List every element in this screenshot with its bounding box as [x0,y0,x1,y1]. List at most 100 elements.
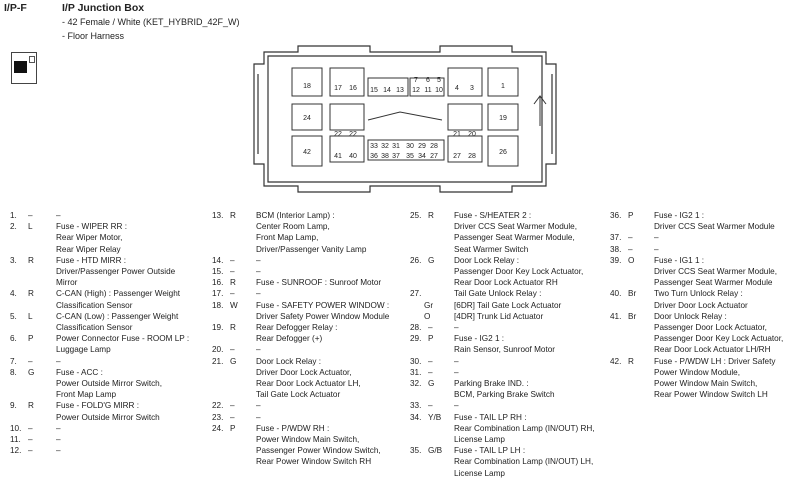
wire-color: R [428,211,434,220]
pin-number: 22. [212,401,224,411]
pin-number: 42. [610,356,622,366]
svg-text:5: 5 [437,77,441,84]
pin-description-line: Fuse - SUNROOF : Sunroof Motor [256,278,382,288]
svg-text:10: 10 [435,87,443,94]
pin-number: 14. [212,255,224,265]
pin-number: 11. [10,435,21,445]
svg-text:18: 18 [303,83,311,90]
pin-number: 12. [10,446,22,456]
connector-thumbnail-icon [11,52,37,84]
wire-color: – [28,423,33,433]
pin-description-line: Driver Safety Power Window Module [256,311,390,321]
pin-description-line: – [454,356,459,366]
pin-entry: 27.Tail Gate Unlock Relay :[6DR] Tail Ga… [410,288,595,322]
wire-color: G [428,379,435,389]
pin-description-line: – [256,412,261,422]
pin-description-line: Fuse - TAIL LP LH : [454,446,526,456]
pin-description-line: Power Window Main Switch, [256,435,360,445]
pin-description-line: Fuse - FOLD'G MIRR : [56,401,139,411]
svg-text:31: 31 [392,143,400,150]
pin-description-line: Rear Wiper Motor, [56,233,123,243]
pin-entry: 30.–– [410,356,595,367]
pin-description-line: – [256,345,261,355]
wire-color: – [28,211,33,220]
pin-description-line: License Lamp [454,435,505,445]
pin-number: 15. [212,267,224,277]
pin-description-line: Fuse - P/WDW LH : Driver Safety [654,356,776,366]
pin-description-line: BCM (Interior Lamp) : [256,211,335,220]
svg-text:22: 22 [349,131,357,138]
wire-color: R [28,289,34,299]
pin-entry: 7.–– [10,356,189,367]
wire-color: G [28,367,35,377]
pin-description-line: Classification Sensor [56,323,133,333]
pin-description-line: Mirror [56,278,78,288]
pin-number: 27. [410,289,422,299]
pin-entry: 37.–– [610,232,783,243]
pin-description-line: Door Lock Relay : [256,356,322,366]
pin-description-line: Tail Gate Unlock Relay : [454,289,542,299]
pin-number: 6. [10,334,17,344]
pin-number: 21. [212,356,224,366]
pin-description-line: – [454,401,459,411]
pin-number: 5. [10,311,17,321]
connector-code: I/P-F [4,2,27,14]
svg-text:28: 28 [430,143,438,150]
pin-description-line: Fuse - IG1 1 : [654,255,705,265]
svg-text:28: 28 [468,153,476,160]
pin-description-line: Passenger Door Lock Actuator, [654,323,767,333]
pin-number: 23. [212,412,224,422]
pin-description-line: – [256,267,261,277]
wire-color: G/B [428,446,443,456]
pin-description-line: – [654,233,659,243]
pin-description-line: – [256,255,261,265]
svg-text:26: 26 [499,149,507,156]
pin-entry: 22.–– [212,400,389,411]
pin-description-line: C-CAN (Low) : Passenger Weight [56,311,179,321]
pin-number: 1. [10,211,17,220]
wire-color: – [428,356,433,366]
svg-text:30: 30 [406,143,414,150]
wire-color: R [230,323,236,333]
pin-number: 32. [410,379,422,389]
svg-text:16: 16 [349,85,357,92]
svg-text:37: 37 [392,153,400,160]
svg-text:32: 32 [381,143,389,150]
wire-color: – [28,435,33,445]
svg-text:15: 15 [370,87,378,94]
wire-color: – [230,401,235,411]
pin-description-line: Rear Defogger Relay : [256,323,338,333]
pin-description-line: Power Outside Mirror Switch [56,412,160,422]
pin-description-line: Classification Sensor [56,300,133,310]
pin-description-line: Door Lock Relay : [454,255,520,265]
pin-description-line: – [56,356,61,366]
connector-face-diagram: 18 24 42 1 19 26 17 16 22 22 41 40 4 3 2… [253,45,557,193]
pin-description-line: – [56,446,61,456]
pin-number: 29. [410,334,422,344]
pin-description-line: – [454,323,459,333]
pin-description-line: Fuse - ACC : [56,367,103,377]
pin-description-line: Power Connector Fuse - ROOM LP : [56,334,190,344]
svg-text:20: 20 [468,131,476,138]
pin-entry: 33.–– [410,400,595,411]
pin-number: 2. [10,222,17,232]
pin-number: 31. [410,367,422,377]
pin-number: 33. [410,401,422,411]
pin-number: 19. [212,323,224,333]
pin-number: 24. [212,423,224,433]
svg-text:34: 34 [418,153,426,160]
wire-color: W [230,300,238,310]
svg-text:19: 19 [499,115,507,122]
wire-color: R [230,278,236,288]
